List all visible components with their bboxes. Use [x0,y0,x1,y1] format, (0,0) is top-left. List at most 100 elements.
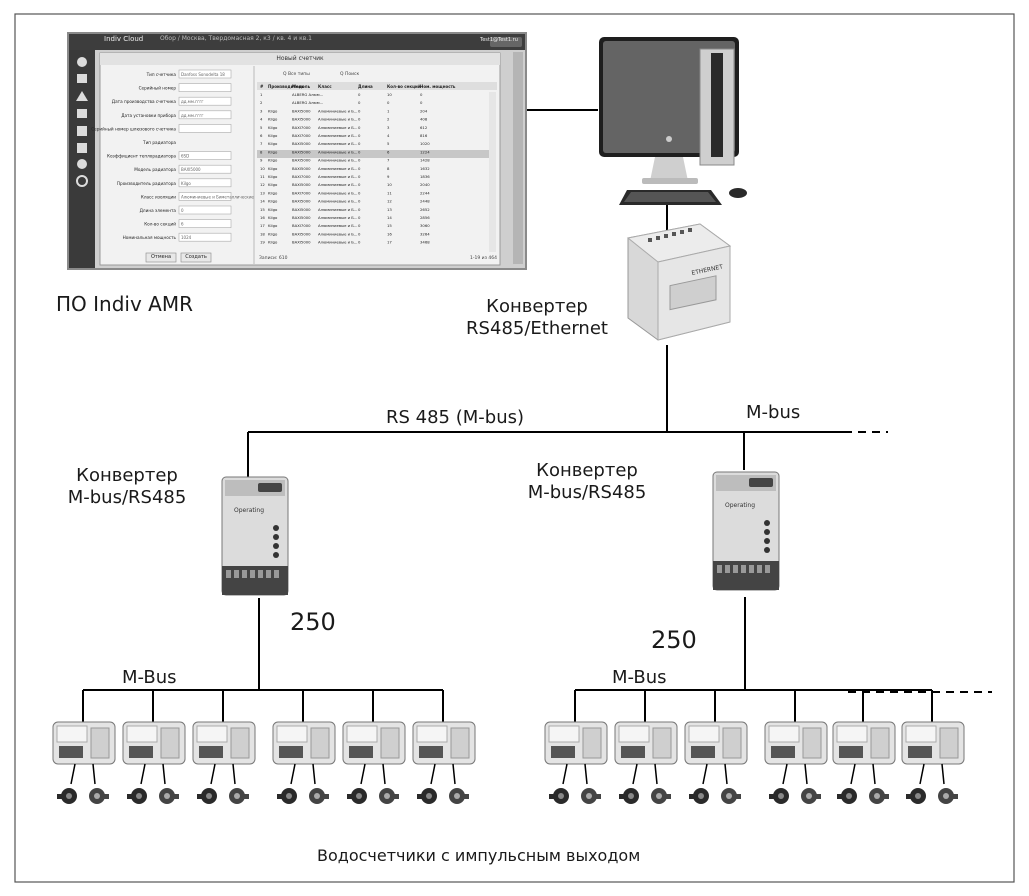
software-filter[interactable]: Q Поиск [340,72,360,77]
software-table-cell: 0 [358,190,361,195]
software-table-cell: 2 [387,117,390,122]
software-table-cell: BAXI5000 [292,108,311,113]
water-meter-icon [89,788,109,804]
software-table-cell: Kilgo [268,182,278,187]
software-table-cell: Алюминиевые и Б... [318,223,358,228]
software-table-cell: Kilgo [268,199,278,204]
software-search-input[interactable]: Q Все типы [283,72,310,77]
water-meter-icon [769,788,789,804]
software-form-value: 6 [181,222,184,227]
software-create-button[interactable]: Создать [185,254,207,260]
software-table-cell: 1428 [420,158,430,163]
software-form-input[interactable] [178,124,232,133]
water-meter-icon [57,788,77,804]
software-form-input[interactable] [178,232,232,242]
software-form-label: Дата установки прибора [121,113,176,118]
software-form-input[interactable] [178,69,232,79]
software-form-label: Класс изоляции [141,194,176,199]
software-form-input[interactable] [178,192,232,201]
diagram-frame [14,13,1015,883]
software-table-cell: Алюминиевые и Б... [318,182,358,187]
software-form-label: Серийный номер шлюзового счетчика [91,126,176,131]
heat-meter-device [122,721,186,804]
software-table-cell: 2448 [420,199,430,204]
software-table-cell: 17 [260,223,265,228]
software-form-value: Kilgo [181,181,191,186]
software-table-cell: Алюминиевые и Б... [318,207,358,212]
water-meter-icon [229,788,249,804]
software-form-input[interactable] [178,83,232,92]
software-table-cell: 3 [260,108,263,113]
software-table-cell: 816 [420,133,428,138]
software-table-cell: 13 [387,207,392,212]
software-table-cell: Kilgo [268,215,278,220]
software-form-input[interactable] [178,205,232,215]
software-caption: ПО Indiv AMR [56,292,193,316]
software-form-input[interactable] [178,151,232,160]
mbus-converter-left-label: Конвертер M-bus/RS485 [67,465,187,508]
meter-devices [52,721,965,804]
water-meter-icon [309,788,329,804]
software-table-cell: 3468 [420,240,430,245]
heat-meter-device [764,721,828,804]
software-table-cell: 612 [420,125,428,130]
software-form-label: Производитель радиатора [117,181,177,186]
software-table-cell: Kilgo [268,133,278,138]
software-table-header: Производитель [268,84,304,89]
sidebar-meter-icon [77,109,87,118]
software-form-value: 1024 [181,235,192,240]
software-table-cell: 16 [260,215,265,220]
water-meter-icon [347,788,367,804]
heat-meter-device [412,721,476,804]
software-table-header: Модель [292,84,311,89]
software-form-input[interactable] [178,164,232,174]
meters-caption: Водосчетчики с импульсным выходом [317,846,641,865]
connection-lines [82,109,933,722]
software-table-cell: 0 [358,223,361,228]
software-table-cell: Алюминиевые и Б... [318,231,358,236]
software-table-cell: 12 [387,199,392,204]
software-table-cell: 0 [358,158,361,163]
software-table-cell: 1 [260,92,263,97]
water-meter-icon [837,788,857,804]
water-meter-icon [581,788,601,804]
software-form-input[interactable] [178,219,232,228]
software-table-cell: 3264 [420,231,430,236]
software-form-value: 0 [181,208,184,213]
software-table-cell: 0 [358,141,361,146]
software-cancel-button[interactable]: Отмена [150,254,172,260]
software-table-cell: ALBERG Алюм... [292,100,323,105]
software-table-cell: Алюминиевые и Б... [318,190,358,195]
sidebar-building-icon [77,143,87,153]
software-table-cell: BAXI7000 [292,174,311,179]
software-table-cell: BAXI5000 [292,182,311,187]
sidebar-settings-icon [77,159,87,169]
software-table-cell: 14 [260,199,265,204]
software-table-cell: 2652 [420,207,430,212]
software-table-cell: 0 [358,125,361,130]
software-table-cell: 0 [358,182,361,187]
software-table-cell: 0 [358,166,361,171]
software-form-label: Тип радиатора [142,140,176,145]
software-table-cell: BAXI5000 [292,158,311,163]
software-table-cell: BAXI5000 [292,231,311,236]
software-table-cell: 0 [358,100,361,105]
software-table-cell: 9 [387,174,390,179]
software-form-value: Алюминиевые и Биметаллические [181,194,254,199]
software-table-cell: 0 [358,174,361,179]
right-converter-operating: Operating [725,502,755,509]
software-table-cell: 1632 [420,166,430,171]
software-table-cell: 8 [387,166,390,171]
software-form-label: Тип счетчика [146,72,177,77]
software-form-input[interactable] [178,110,232,120]
software-form-input[interactable] [178,96,232,106]
software-table-cell: 1 [387,108,390,113]
software-form-input[interactable] [178,178,232,188]
water-meter-icon [938,788,958,804]
software-table-cell: Алюминиевые и Б... [318,158,358,163]
software-form-value: 6SD [181,154,189,159]
software-table-cell: 15 [260,207,265,212]
software-table-cell: Алюминиевые и Б... [318,141,358,146]
water-meter-icon [197,788,217,804]
